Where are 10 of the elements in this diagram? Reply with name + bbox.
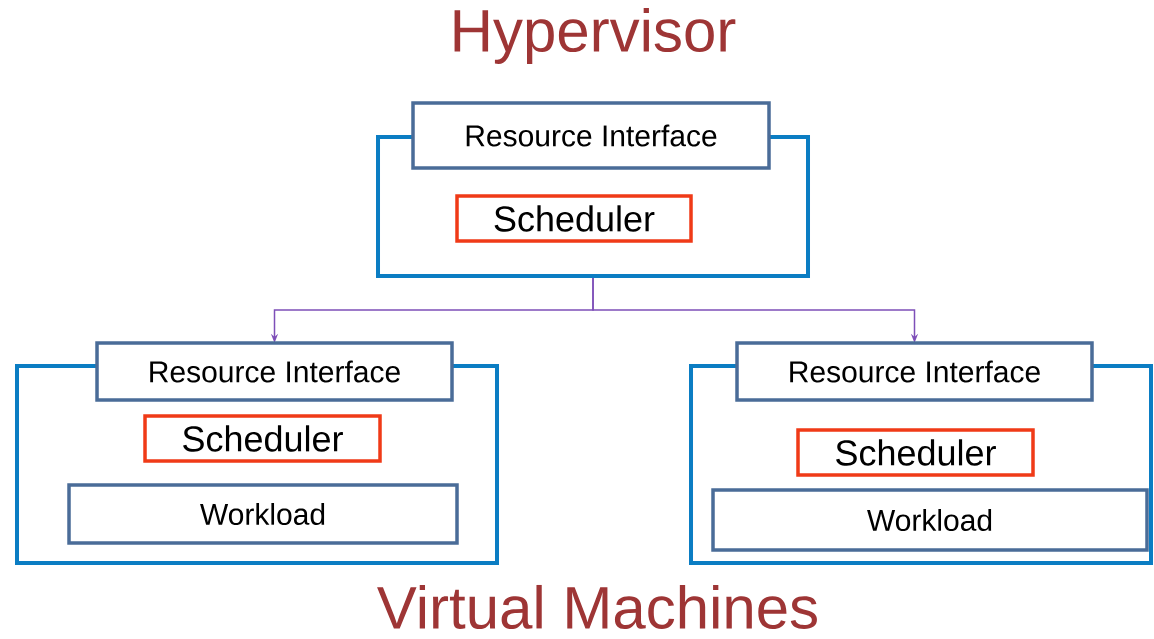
interface-box: Resource Interface [95, 341, 454, 402]
heading: Hypervisor [454, 8, 736, 64]
interface-box: Resource Interface [411, 101, 771, 170]
scheduler-box: Scheduler [455, 194, 693, 243]
workload-box: Workload [67, 483, 459, 545]
interface-box: Resource Interface [735, 341, 1094, 402]
scheduler-box: Scheduler [796, 428, 1035, 477]
heading: Virtual Machines [377, 584, 817, 629]
scheduler-box: Scheduler [143, 414, 382, 463]
workload-box: Workload [711, 488, 1149, 552]
